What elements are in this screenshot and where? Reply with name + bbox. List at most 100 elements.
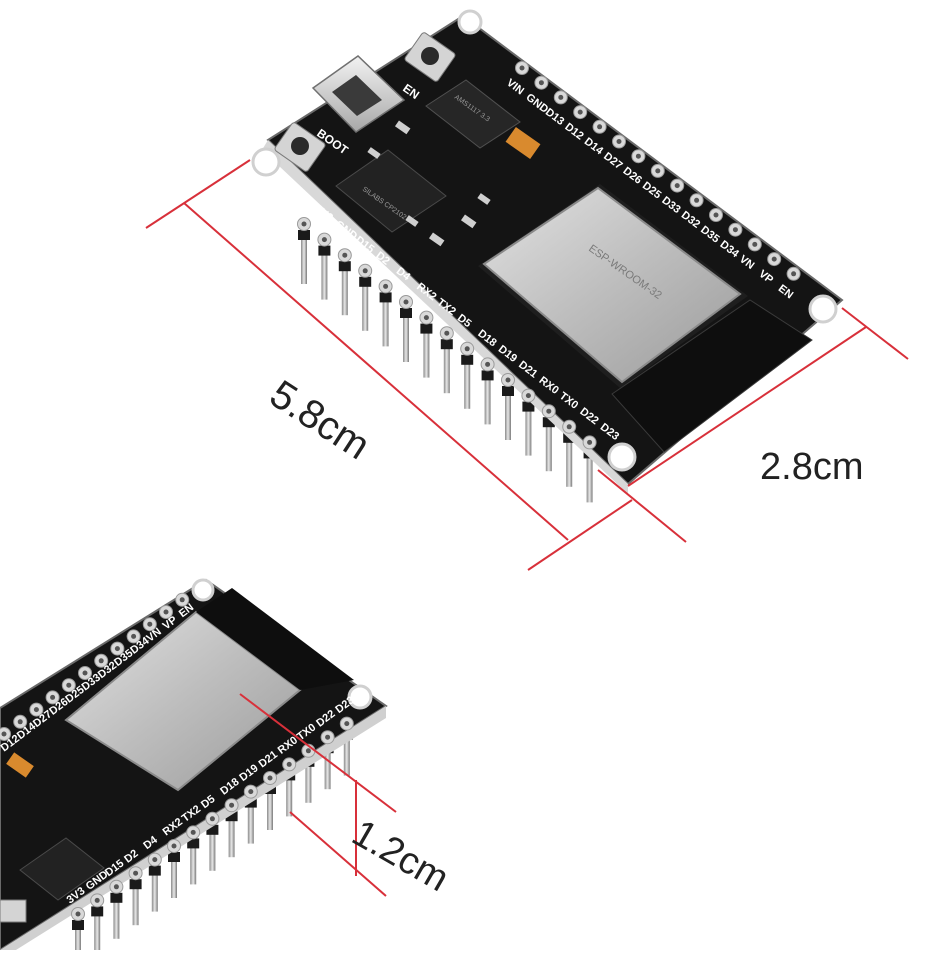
header-pin — [247, 791, 254, 844]
header-pin — [586, 442, 593, 503]
length-ext-bottom — [527, 499, 633, 571]
mount-hole — [347, 684, 373, 710]
upper-board: EN BOOT SILABS CP2102 AMS1117 3.3 — [251, 9, 844, 503]
header-pin — [286, 764, 293, 817]
pin-hole-center — [752, 241, 758, 247]
width-dimension-label: 2.8cm — [760, 446, 864, 488]
header-pin — [228, 805, 235, 858]
pin-hole-center — [50, 694, 56, 700]
usb-connector — [311, 55, 406, 133]
pin-spacer — [420, 323, 433, 334]
length-ext-top — [145, 159, 251, 229]
pin-spacer — [379, 292, 392, 303]
en-button[interactable] — [404, 32, 456, 83]
pin-spacer — [461, 354, 474, 365]
antenna-area-lower — [196, 588, 354, 690]
pin-hole-center — [694, 197, 700, 203]
pin-spacer — [522, 401, 535, 412]
pin-spacer — [481, 370, 494, 381]
header-pin — [525, 395, 532, 456]
pin-hole-center — [423, 315, 429, 321]
pin-hole-center — [301, 221, 307, 227]
header-pin — [464, 348, 471, 409]
pin-hole-center — [505, 377, 511, 383]
pin-hole-center — [248, 789, 254, 795]
pin-hole-center — [163, 609, 169, 615]
pin-hole-center — [383, 283, 389, 289]
header-pin — [209, 818, 216, 871]
pcb-edge — [262, 140, 628, 494]
pin-hole-center — [713, 212, 719, 218]
pin-hole-center — [362, 268, 368, 274]
pin-hole-center — [577, 109, 583, 115]
header-pin — [321, 239, 328, 300]
pin-hole-center — [597, 124, 603, 130]
mount-hole — [251, 147, 281, 177]
header-pin — [545, 411, 552, 472]
header-pin — [505, 380, 511, 440]
pin-hole-center — [464, 346, 470, 352]
pin-hole-center — [655, 168, 661, 174]
pin-spacer — [225, 811, 238, 822]
header-pin — [382, 286, 389, 347]
pin-hole-center — [171, 843, 177, 849]
pin-hole-center — [114, 646, 120, 652]
header-pin — [484, 364, 491, 425]
pin-hole-center — [325, 734, 331, 740]
height-ext-top — [239, 693, 397, 813]
pin-spacer — [318, 245, 331, 256]
pin-hole-center — [771, 256, 777, 262]
pin-hole-center — [566, 424, 572, 430]
header-pin — [362, 270, 369, 331]
smd-components — [367, 120, 491, 247]
boot-button[interactable] — [274, 122, 326, 173]
header-pin — [566, 426, 573, 487]
pin-spacer — [440, 339, 453, 350]
mount-hole — [457, 9, 483, 35]
pin-spacer — [91, 906, 104, 917]
pin-hole-center — [286, 761, 292, 767]
mount-hole — [808, 294, 838, 324]
pin-spacer — [400, 308, 412, 318]
header-pin — [132, 873, 139, 926]
voltage-regulator: AMS1117 3.3 — [425, 79, 521, 149]
pin-hole-center — [98, 658, 104, 664]
header-pin — [443, 333, 450, 394]
pin-hole-center — [546, 408, 552, 414]
boot-button-lower[interactable] — [0, 899, 27, 923]
pin-hole-center — [519, 65, 525, 71]
pin-hole-center — [791, 271, 797, 277]
pin-hole-center — [635, 153, 641, 159]
pin-hole-center — [525, 393, 531, 399]
pin-hole-center — [131, 633, 137, 639]
pin-spacer — [502, 386, 514, 396]
capacitor — [505, 127, 541, 159]
width-dim-line — [627, 326, 867, 487]
pin-hole-center — [33, 707, 39, 713]
pin-hole-center — [113, 884, 119, 890]
pin-hole-center — [732, 227, 738, 233]
pin-hole-center — [485, 361, 491, 367]
mount-hole — [191, 578, 215, 602]
pin-spacer — [298, 230, 310, 240]
header-pin — [305, 750, 312, 803]
pin-spacer — [148, 865, 161, 876]
pin-hole-center — [538, 80, 544, 86]
header-pin — [171, 846, 177, 898]
header-pin — [94, 900, 101, 953]
length-dim-line — [183, 202, 569, 541]
pin-hole-center — [152, 857, 158, 863]
pin-hole-center — [267, 775, 273, 781]
pin-hole-center — [17, 719, 23, 725]
pin-hole-center — [616, 139, 622, 144]
capacitor-lower — [6, 752, 34, 778]
pin-spacer — [168, 852, 180, 862]
pin-spacer — [110, 892, 123, 903]
pin-holes — [297, 61, 801, 450]
header-pin — [267, 778, 273, 830]
pin-spacer — [206, 824, 219, 835]
pin-spacer — [72, 920, 84, 930]
antenna-area — [611, 299, 813, 453]
